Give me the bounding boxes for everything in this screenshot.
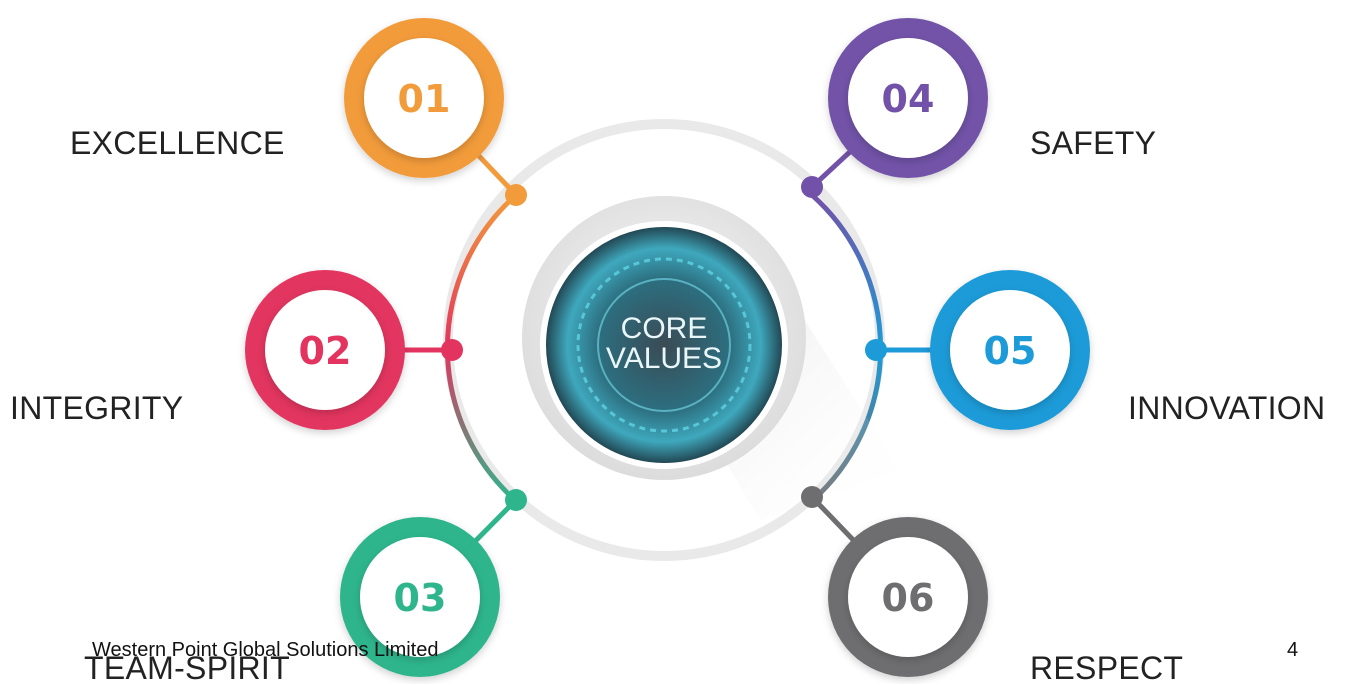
value-label-respect: RESPECT [1030, 650, 1184, 686]
badge-center [265, 290, 385, 410]
value-label-team-spirit: TEAM-SPIRIT [84, 650, 290, 686]
footer-company: Western Point Global Solutions Limited [92, 639, 439, 661]
badge-center [848, 537, 968, 657]
badge-number: 05 [984, 329, 1037, 373]
badge-number: 03 [394, 576, 447, 620]
value-label-safety: SAFETY [1030, 125, 1157, 161]
badge-number: 06 [882, 576, 935, 620]
value-label-excellence: EXCELLENCE [70, 125, 285, 161]
page-number: 4 [1287, 639, 1299, 661]
connector-dot [505, 184, 527, 206]
center-title-line2: VALUES [606, 342, 722, 375]
value-label-integrity: INTEGRITY [10, 390, 184, 426]
center-title-line1: CORE [621, 312, 708, 345]
badge-center [360, 537, 480, 657]
value-badge-04: 04 [801, 18, 988, 198]
badge-center [364, 38, 484, 158]
value-badge-05: 05 [865, 270, 1090, 430]
badge-number: 01 [398, 77, 451, 121]
connector-dot [801, 486, 823, 508]
badge-center [848, 38, 968, 158]
connector-dot [865, 339, 887, 361]
value-label-innovation: INNOVATION [1128, 390, 1326, 426]
connector-dot [505, 489, 527, 511]
value-badge-02: 02 [245, 270, 463, 430]
connector-dot [441, 339, 463, 361]
value-badges: 01 02 03 04 05 06 [245, 18, 1090, 677]
value-badge-03: 03 [340, 489, 527, 677]
value-badge-06: 06 [801, 486, 988, 677]
value-badge-01: 01 [344, 18, 527, 206]
badge-center [950, 290, 1070, 410]
badge-number: 04 [882, 77, 935, 121]
badge-number: 02 [299, 329, 352, 373]
connector-dot [801, 176, 823, 198]
